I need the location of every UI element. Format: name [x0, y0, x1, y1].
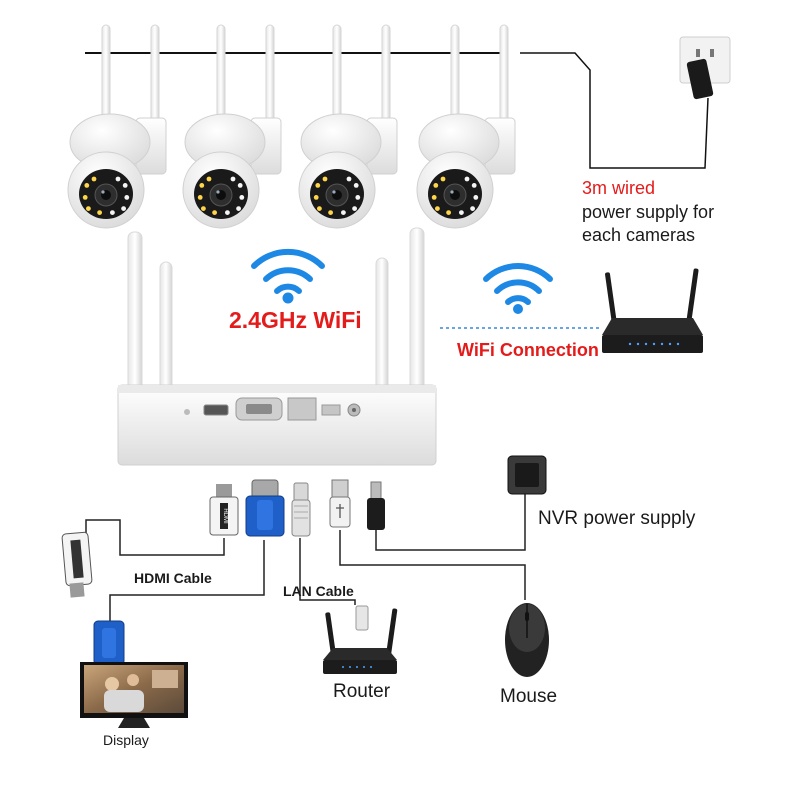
mouse-icon [505, 603, 549, 677]
wall-socket-icon [679, 36, 731, 100]
hdmi-plug-icon: HDMI [209, 484, 239, 536]
display-vga-connector-icon [93, 620, 125, 666]
camera-icon [182, 24, 282, 229]
nvr-device [117, 384, 437, 466]
nvr-power-adapter-icon [507, 455, 547, 495]
power-adapter-cable [520, 52, 709, 169]
nvr-power-supply-label: NVR power supply [538, 508, 696, 529]
hdmi-display-plug-icon [61, 531, 93, 598]
wifi-icon [251, 248, 325, 304]
wifi-router-icon [602, 268, 703, 353]
wifi-connection-label: WiFi Connection [457, 340, 599, 360]
wifi-band-label: 2.4GHz WiFi [229, 307, 362, 333]
lan-cable-label: LAN Cable [283, 583, 354, 599]
wifi-connection-icon [483, 263, 553, 314]
power-supply-label-line2: power supply for [582, 202, 715, 222]
vga-plug-icon [245, 479, 285, 537]
hdmi-cable-label: HDMI Cable [134, 570, 212, 586]
display-label: Display [103, 732, 149, 748]
camera-icon [67, 24, 167, 229]
router-label: Router [333, 681, 391, 702]
camera-icon [416, 24, 516, 229]
dc-plug-icon [367, 481, 385, 530]
lan-router-icon [323, 605, 398, 674]
usb-plug-icon [329, 479, 351, 528]
hdmi-plug-text: HDMI [222, 508, 228, 524]
cable-lines [85, 490, 526, 625]
power-supply-label-line3: each cameras [582, 225, 696, 245]
mouse-label: Mouse [500, 686, 558, 707]
lan-plug-icon [291, 482, 311, 537]
camera-icon [298, 24, 398, 229]
camera-group [67, 24, 516, 229]
power-supply-red-label: 3m wired [582, 178, 656, 198]
display-monitor-icon [80, 662, 188, 728]
